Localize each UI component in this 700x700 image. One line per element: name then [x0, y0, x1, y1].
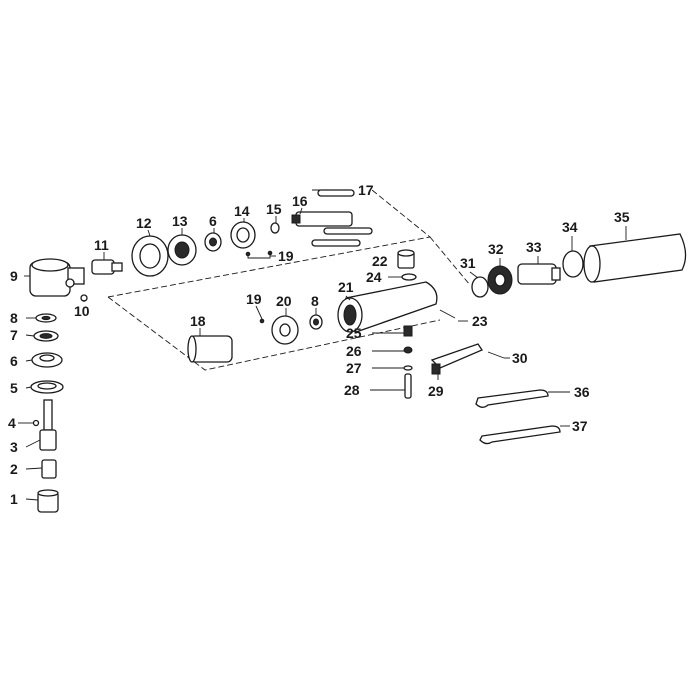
part-16-rotor: [291, 211, 353, 227]
label-part-12: 12: [136, 215, 152, 231]
part-32-governor: [487, 265, 513, 295]
label-part-8: 8: [10, 310, 18, 326]
label-part-28: 28: [344, 382, 360, 398]
part-labels: 1 2 3 4 5 6 7 8 9 10 11 12 13 6 14 15 16…: [8, 182, 630, 507]
label-part-18: 18: [190, 313, 206, 329]
label-part-6: 6: [10, 353, 18, 369]
part-15-washer: [270, 222, 280, 234]
label-part-15: 15: [266, 201, 282, 217]
label-part-2: 2: [10, 461, 18, 477]
label-part-33: 33: [526, 239, 542, 255]
label-part-11: 11: [94, 237, 109, 253]
label-part-7: 7: [10, 327, 18, 343]
label-part-24: 24: [366, 269, 382, 285]
part-7-bearing-left: [33, 330, 59, 342]
label-part-36: 36: [574, 384, 590, 400]
label-part-8-mid: 8: [311, 293, 319, 309]
part-31-o-ring: [471, 276, 489, 298]
part-8-bearing-mid: [309, 314, 323, 330]
label-part-3: 3: [10, 439, 18, 455]
label-part-1: 1: [10, 491, 18, 507]
label-part-16: 16: [292, 193, 308, 209]
part-22-valve-bushing: [397, 249, 415, 269]
part-4-pin: [32, 419, 40, 427]
part-34-o-ring: [562, 250, 584, 278]
label-part-35: 35: [614, 209, 630, 225]
label-part-6-top: 6: [209, 213, 217, 229]
label-part-19-mid: 19: [246, 291, 262, 307]
part-33-inlet: [517, 263, 561, 285]
part-13-ring-gear: [167, 234, 197, 266]
part-5-ring: [30, 380, 64, 394]
part-30-pin: [487, 351, 505, 359]
label-part-26: 26: [346, 343, 362, 359]
part-6-bearing-top: [204, 232, 222, 252]
label-part-32: 32: [488, 241, 504, 257]
part-3-spindle: [39, 399, 57, 451]
label-part-27: 27: [346, 360, 362, 376]
part-18-cylinder: [187, 335, 233, 363]
leader-lines: [18, 189, 627, 501]
label-part-31: 31: [460, 255, 476, 271]
part-21-motor-housing: [337, 281, 438, 333]
part-8-washer-left: [35, 313, 57, 323]
part-2-collet: [41, 459, 57, 479]
part-19-pins-top: [245, 250, 273, 259]
part-20-end-plate: [271, 315, 299, 345]
label-part-5: 5: [10, 380, 18, 396]
part-17-vanes: [311, 189, 373, 247]
label-part-17: 17: [358, 182, 374, 198]
label-part-21: 21: [338, 279, 354, 295]
part-24-o-ring: [401, 273, 417, 281]
part-1-nut: [37, 489, 59, 513]
label-part-29: 29: [428, 383, 444, 399]
label-part-4: 4: [8, 415, 16, 431]
label-part-19-top: 19: [278, 248, 294, 264]
label-part-9: 9: [10, 268, 18, 284]
assembly-outlines: [107, 189, 471, 371]
label-part-30: 30: [512, 350, 528, 366]
part-12-gear-case: [131, 235, 169, 277]
part-28-valve-stem: [404, 373, 412, 399]
label-part-20: 20: [276, 293, 292, 309]
label-part-10: 10: [74, 303, 90, 319]
label-part-25: 25: [346, 325, 362, 341]
part-25-spring: [403, 325, 413, 337]
label-part-34: 34: [562, 219, 578, 235]
part-29-lever: [430, 343, 483, 375]
part-6-bearing-left: [31, 352, 63, 368]
label-part-37: 37: [572, 418, 588, 434]
part-9-head-housing: [29, 258, 85, 297]
part-11-gear-shaft: [91, 259, 123, 275]
label-part-14: 14: [234, 203, 250, 219]
part-36-wrench: [475, 389, 549, 408]
part-19-pin-mid: [259, 318, 265, 324]
part-35-handle-sleeve: [583, 233, 687, 283]
label-part-22: 22: [372, 253, 388, 269]
part-27-o-ring: [403, 365, 413, 371]
part-14-carrier: [230, 221, 256, 249]
part-26-valve: [403, 346, 413, 354]
label-part-13: 13: [172, 213, 188, 229]
part-37-wrench: [479, 425, 561, 445]
part-23-pin: [439, 309, 456, 319]
label-part-23: 23: [472, 313, 488, 329]
